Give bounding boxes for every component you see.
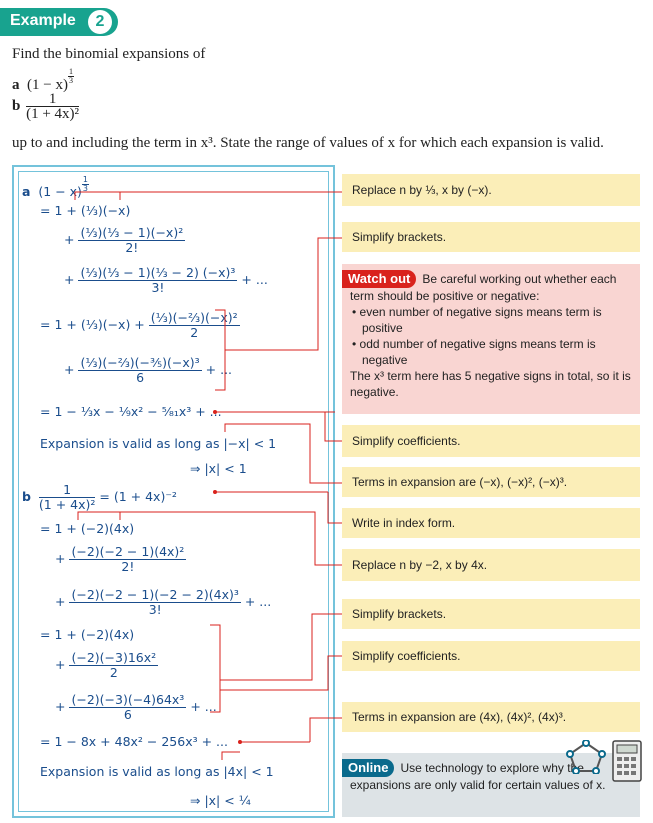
working-b-line1: = 1 + (−2)(4x) xyxy=(40,521,135,536)
working-b-den: (1 + 4x)² xyxy=(38,497,96,512)
part-b-num: 1 xyxy=(26,92,80,107)
working-a-valid1: Expansion is valid as long as |−x| < 1 xyxy=(40,436,277,451)
question-part-b: b 1(1 + 4x)² xyxy=(12,92,80,122)
working-a-line4-num: (⅓)(−⅔)(−x)² xyxy=(148,310,240,326)
watch-out-line2: The x³ term here has 5 negative signs in… xyxy=(350,369,631,399)
calculator-icon xyxy=(612,740,642,782)
working-b-line1-text: 1 + (−2)(4x) xyxy=(54,521,135,536)
watch-out-line1: Be careful working out whether each term… xyxy=(350,272,617,303)
connector-note6 xyxy=(120,511,342,566)
working-b-line4-text: 1 + (−2)(4x) xyxy=(54,627,135,642)
working-a-line2-num: (⅓)(⅓ − 1)(−x)² xyxy=(78,225,186,241)
note-simplify-brackets-a: Simplify brackets. xyxy=(342,222,640,252)
working-a-line5-den: 6 xyxy=(136,370,145,385)
part-a-expr: (1 − x) xyxy=(27,77,68,93)
note-simplify-coefficients-b: Simplify coefficients. xyxy=(342,641,640,671)
part-b-den: (1 + 4x)² xyxy=(26,106,80,122)
working-a-line4-den: 2 xyxy=(190,325,199,340)
working-a-label: a xyxy=(22,184,31,200)
connector-dot-1 xyxy=(213,410,217,414)
working-a-line1: = 1 + (⅓)(−x) xyxy=(40,203,131,218)
part-a-exp-num: 1 xyxy=(67,67,74,77)
working-box-inner xyxy=(18,171,329,812)
working-b-rhs: = (1 + 4x)⁻² xyxy=(99,489,177,504)
working-a-line5-num: (⅓)(−⅔)(−⅗)(−x)³ xyxy=(78,355,202,371)
connector-note8 xyxy=(220,655,342,691)
example-badge-number: 2 xyxy=(88,10,112,34)
watch-out-tag: Watch out xyxy=(342,270,417,288)
question-intro: Find the binomial expansions of xyxy=(12,46,206,62)
working-a-line3-den: 3! xyxy=(151,280,165,295)
working-b-line4: = 1 + (−2)(4x) xyxy=(40,627,135,642)
online-tag: Online xyxy=(342,759,395,777)
working-b-line5-den: 2 xyxy=(109,665,118,680)
example-badge-label: Example xyxy=(10,12,76,29)
connector-note3 xyxy=(324,412,342,442)
working-b-label: b xyxy=(22,489,31,504)
note-terms-b: Terms in expansion are (4x), (4x)², (4x)… xyxy=(342,702,640,732)
note-simplify-coefficients-a: Simplify coefficients. xyxy=(342,425,640,457)
working-a-line6-text: 1 − ⅓x − ⅑x² − ⁵⁄₈₁x³ + ... xyxy=(54,404,222,419)
note-index-form: Write in index form. xyxy=(342,508,640,538)
note-terms-a: Terms in expansion are (−x), (−x)², (−x)… xyxy=(342,467,640,497)
part-a-exp-den: 3 xyxy=(68,76,73,85)
connector-dot-3 xyxy=(238,740,242,744)
working-b-line2-num: (−2)(−2 − 1)(4x)² xyxy=(69,544,187,560)
connector-note4 xyxy=(224,423,342,484)
working-b-num: 1 xyxy=(38,483,96,498)
connector-b-valid xyxy=(221,751,240,760)
connector-note7 xyxy=(220,613,342,681)
part-b-label: b xyxy=(12,97,21,114)
working-b-line6-den: 6 xyxy=(123,707,132,722)
connector-note5 xyxy=(327,492,342,524)
watch-out-bullet2: • odd number of negative signs means ter… xyxy=(352,337,596,367)
pentagon-network-icon xyxy=(566,740,606,774)
online-text: Use technology to explore why the expans… xyxy=(350,761,606,792)
connector-note9 xyxy=(309,717,342,742)
working-a-line1-text: 1 + (⅓)(−x) xyxy=(54,203,131,218)
working-a-line6: = 1 − ⅓x − ⅑x² − ⁵⁄₈₁x³ + ... xyxy=(40,404,222,419)
part-a-label: a xyxy=(12,77,20,93)
working-b-line7-text: 1 − 8x + 48x² − 256x³ + ... xyxy=(54,734,228,749)
working-a-line2-den: 2! xyxy=(125,240,139,255)
note-replace-n-a: Replace n by ⅓, x by (−x). xyxy=(342,174,640,206)
working-box-outer xyxy=(12,165,335,818)
working-b-line7: = 1 − 8x + 48x² − 256x³ + ... xyxy=(40,734,228,749)
question-instruction: up to and including the term in x³. Stat… xyxy=(12,135,604,151)
working-b-line5-num: (−2)(−3)16x² xyxy=(69,650,159,666)
note-replace-n-b: Replace n by −2, x by 4x. xyxy=(342,549,640,581)
working-b-line3-den: 3! xyxy=(148,602,162,617)
connector-b-bracket2 xyxy=(210,624,221,713)
working-a-line4-text: 1 + (⅓)(−x) + xyxy=(54,317,145,332)
connector-dot-2 xyxy=(213,490,217,494)
connector-note2 xyxy=(225,237,342,351)
working-a-line3-num: (⅓)(⅓ − 1)(⅓ − 2) (−x)³ xyxy=(78,265,238,281)
working-b-valid2: ⇒ |x| < ¼ xyxy=(190,793,251,808)
working-b-head: b 1(1 + 4x)² = (1 + 4x)⁻² xyxy=(22,483,177,512)
working-b-line2-den: 2! xyxy=(121,559,135,574)
connector-a-bracket2 xyxy=(215,309,226,391)
working-b-valid1: Expansion is valid as long as |4x| < 1 xyxy=(40,764,274,779)
working-b-line6-num: (−2)(−3)(−4)64x³ xyxy=(69,692,187,708)
connector-b-bracket1 xyxy=(77,511,121,520)
connector-a-bracket1 xyxy=(74,191,121,200)
watch-out-bullet1: • even number of negative signs means te… xyxy=(352,305,602,335)
working-a-expr: (1 − x) xyxy=(38,184,82,200)
note-simplify-brackets-b: Simplify brackets. xyxy=(342,599,640,629)
working-b-line3-num: (−2)(−2 − 1)(−2 − 2)(4x)³ xyxy=(69,587,241,603)
working-a-valid2: ⇒ |x| < 1 xyxy=(190,461,247,476)
